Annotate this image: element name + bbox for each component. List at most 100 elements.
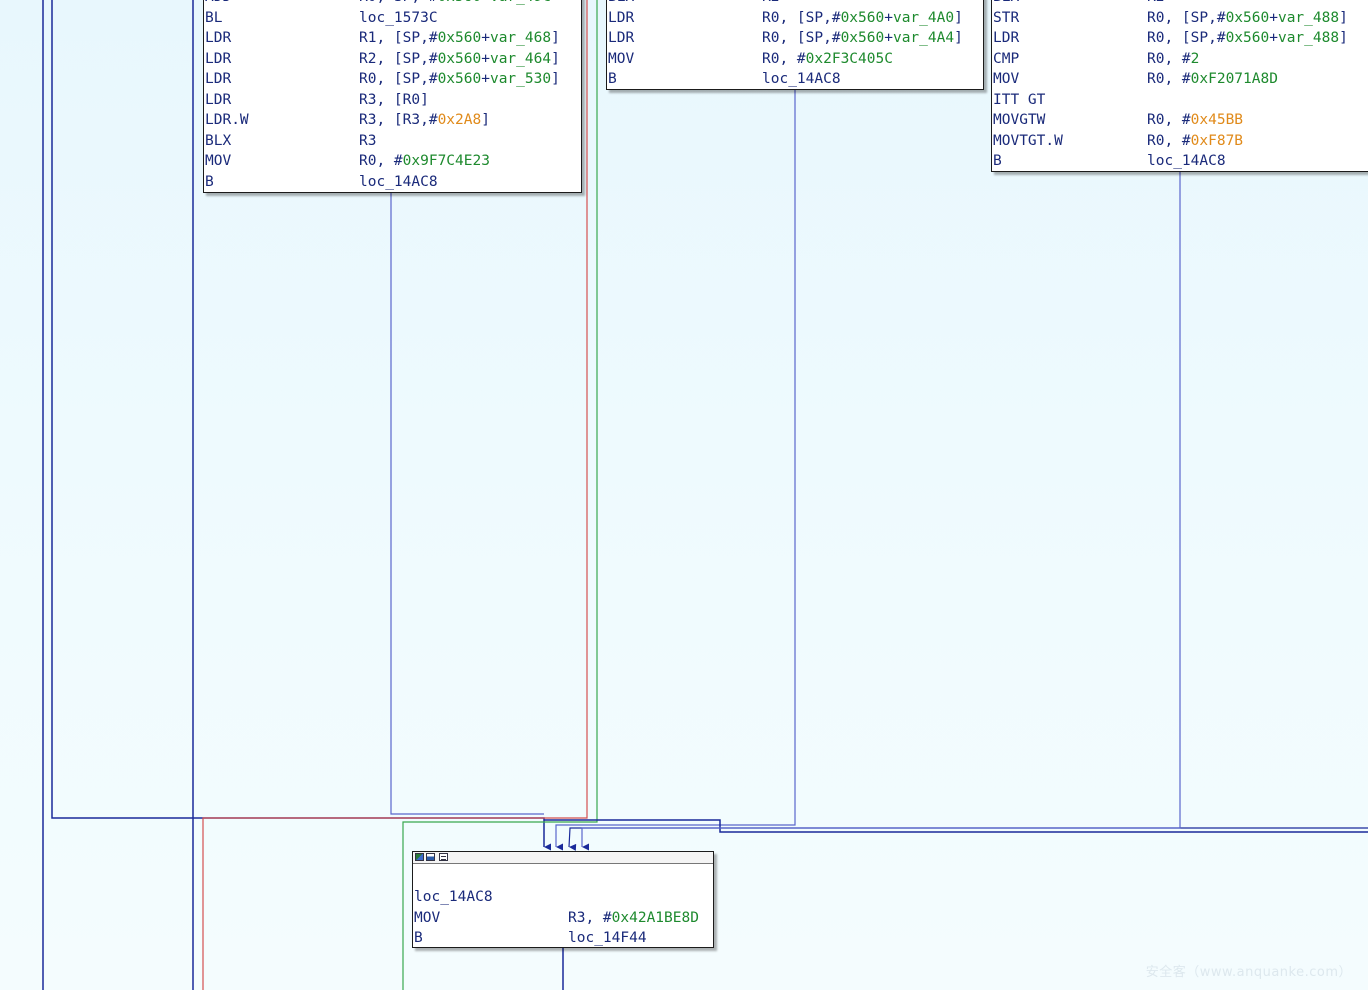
operand-constant: var_4A0: [892, 9, 955, 26]
instruction-operands: loc_14AC8: [1147, 151, 1226, 171]
operand-text: R2, [SP,#: [359, 50, 438, 67]
operand-constant: 0x42A1BE8D: [611, 909, 699, 926]
edge-right-block-to-target: [581, 172, 1181, 851]
operand-text: R0, [SP,#: [762, 30, 841, 46]
operand-text: ]: [481, 112, 490, 128]
operand-text: R0, #: [1147, 50, 1191, 67]
instruction-line[interactable]: LDR R0, [SP,#0x560+var_4A0]: [607, 8, 983, 29]
instruction-mnemonic: B: [205, 173, 214, 190]
operand-text: R3, #: [568, 909, 612, 926]
instruction-operands: R3, #0x42A1BE8D: [568, 908, 699, 929]
operand-text: R0, [SP,#: [359, 71, 438, 87]
code-block-left[interactable]: ADDR0, SP, #0x560+var_49CBLloc_1573CLDRR…: [203, 0, 582, 193]
operand-constant: 0x560: [840, 30, 885, 46]
instruction-operands: R2, [SP,#0x560+var_464]: [359, 49, 560, 70]
instruction-line[interactable]: BLXR2: [992, 0, 1368, 8]
instruction-operands: R0, #2: [1147, 49, 1199, 70]
operand-text: R1, [SP,#: [359, 30, 438, 46]
instruction-mnemonic: MOVTGT.W: [993, 132, 1063, 149]
instruction-operands: R0, #0x45BB: [1147, 110, 1243, 131]
operand-constant: 0x560: [840, 9, 885, 26]
block-color-icon[interactable]: [415, 853, 424, 861]
operand-constant: var_530: [489, 71, 552, 87]
instruction-line[interactable]: LDR R1, [SP,#0x560+var_468]: [204, 28, 581, 49]
instruction-operands: loc_14F44: [568, 928, 647, 947]
instruction-operands: R3: [359, 131, 376, 152]
instruction-line[interactable]: ADDR0, SP, #0x560+var_49C: [204, 0, 581, 8]
instruction-line[interactable]: LDR R2, [SP,#0x560+var_464]: [204, 49, 581, 70]
operand-text: +: [1269, 30, 1278, 46]
operand-constant: 0x560: [437, 71, 482, 87]
instruction-operands: R0, #0xF2071A8D: [1147, 69, 1278, 90]
operand-text: ]: [1339, 9, 1348, 26]
instruction-operands: R1, [SP,#0x560+var_468]: [359, 28, 560, 49]
instruction-line[interactable]: STR R0, [SP,#0x560+var_488]: [992, 8, 1368, 29]
operand-text: R0, [SP,#: [1147, 9, 1226, 26]
operand-text: R3, [R0]: [359, 91, 429, 108]
instruction-mnemonic: ADD: [205, 0, 231, 8]
operand-text: loc_14AC8: [1147, 153, 1226, 169]
block-label[interactable]: loc_14AC8: [414, 889, 493, 905]
block-header-bar: [413, 852, 713, 864]
operand-constant: 2: [1190, 50, 1200, 67]
operand-text: loc_14AC8: [762, 71, 841, 87]
instruction-mnemonic: BLX: [205, 132, 232, 149]
instruction-mnemonic: MOV: [205, 153, 232, 169]
operand-text: loc_14F44: [568, 930, 647, 946]
operand-text: R3: [359, 132, 377, 149]
instruction-mnemonic: LDR: [993, 30, 1020, 46]
instruction-mnemonic: BL: [205, 9, 223, 26]
instruction-mnemonic: B: [608, 71, 617, 87]
instruction-mnemonic: B: [993, 153, 1002, 169]
instruction-mnemonic: STR: [993, 9, 1020, 26]
operand-text: R0, #: [359, 153, 403, 169]
instruction-mnemonic: CMP: [993, 50, 1020, 67]
operand-text: R0, #: [1147, 112, 1191, 128]
operand-text: ]: [551, 30, 560, 46]
block-graph-icon[interactable]: [426, 853, 435, 861]
operand-constant: var_488: [1277, 30, 1340, 46]
instruction-line[interactable]: ITT GT: [992, 90, 1368, 111]
instruction-mnemonic: LDR: [608, 9, 635, 26]
edge-true: [402, 0, 598, 990]
instruction-mnemonic: B: [414, 930, 423, 946]
instruction-mnemonic: BLX: [608, 0, 634, 8]
instruction-line[interactable]: BLX R2: [607, 0, 983, 8]
instruction-line[interactable]: CMP R0, #2: [992, 49, 1368, 70]
block-text-icon[interactable]: [439, 853, 448, 861]
instruction-mnemonic: LDR: [205, 50, 232, 67]
operand-constant: var_468: [489, 30, 552, 46]
instruction-operands: R2: [762, 0, 779, 8]
edge-left-block-to-target: [390, 192, 544, 815]
operand-constant: 0x560: [1225, 9, 1270, 26]
instruction-operands: R0, [SP,#0x560+var_4A0]: [762, 8, 963, 29]
instruction-operands: R0, [SP,#0x560+var_488]: [1147, 8, 1348, 29]
operand-constant: 0xF2071A8D: [1190, 71, 1278, 87]
instruction-mnemonic: LDR: [205, 30, 232, 46]
instruction-line[interactable]: BLX R3: [204, 131, 581, 152]
operand-constant: 0x560: [437, 30, 482, 46]
instruction-mnemonic: MOV: [608, 50, 635, 67]
